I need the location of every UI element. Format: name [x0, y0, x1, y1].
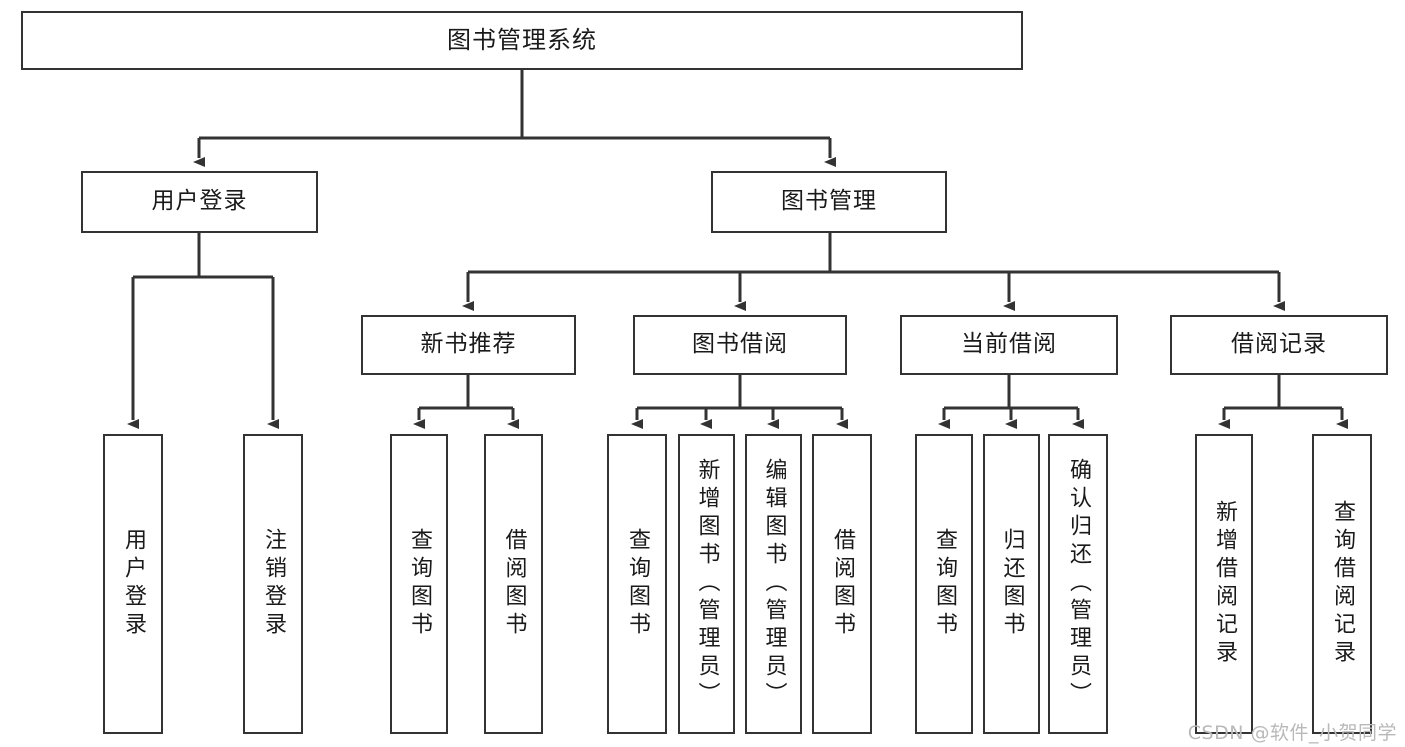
node-label: 归还图书	[999, 528, 1025, 640]
leaf-borrow-record-add-record[interactable]: 新增借阅记录	[1195, 434, 1253, 734]
node-label: 图书管理	[781, 188, 877, 215]
node-label: 当前借阅	[961, 331, 1057, 358]
node-label: 查询图书	[407, 528, 432, 640]
node-label: 注销登录	[261, 528, 286, 640]
node-label: 确认归还（管理员）	[1066, 458, 1091, 710]
leaf-borrow-record-query-record[interactable]: 查询借阅记录	[1312, 434, 1372, 734]
leaf-current-borrow-return-book[interactable]: 归还图书	[983, 434, 1040, 734]
leaf-book-borrow-borrow-book[interactable]: 借阅图书	[812, 434, 872, 734]
leaf-book-borrow-add-book-admin[interactable]: 新增图书（管理员）	[678, 434, 735, 734]
node-label: 新增借阅记录	[1212, 500, 1237, 668]
leaf-current-borrow-query-book[interactable]: 查询图书	[915, 434, 973, 734]
node-label: 图书管理系统	[447, 26, 597, 55]
leaf-book-borrow-edit-book-admin[interactable]: 编辑图书（管理员）	[745, 434, 802, 734]
csdn-watermark: CSDN @软件_小贺同学	[1187, 722, 1397, 744]
node-label: 查询图书	[625, 528, 650, 640]
leaf-user-login-logout[interactable]: 注销登录	[243, 434, 303, 734]
node-label: 用户登录	[121, 528, 146, 640]
node-new-book-recommend[interactable]: 新书推荐	[361, 315, 576, 375]
node-label: 用户登录	[151, 188, 248, 215]
node-user-login[interactable]: 用户登录	[81, 171, 318, 233]
node-label: 查询图书	[932, 528, 957, 640]
node-label: 借阅图书	[501, 528, 527, 640]
leaf-book-borrow-query-book[interactable]: 查询图书	[607, 434, 667, 734]
node-label: 查询借阅记录	[1330, 500, 1355, 668]
leaf-current-borrow-confirm-return-admin[interactable]: 确认归还（管理员）	[1048, 434, 1108, 734]
node-label: 新书推荐	[420, 331, 517, 358]
leaf-new-book-query-book[interactable]: 查询图书	[390, 434, 448, 734]
node-current-borrow[interactable]: 当前借阅	[900, 315, 1118, 375]
node-label: 借阅图书	[830, 528, 855, 640]
node-label: 编辑图书（管理员）	[761, 458, 787, 710]
leaf-new-book-borrow-book[interactable]: 借阅图书	[484, 434, 543, 734]
leaf-user-login-login[interactable]: 用户登录	[103, 434, 163, 734]
node-label: 图书借阅	[692, 331, 788, 358]
node-book-borrow[interactable]: 图书借阅	[633, 315, 847, 375]
node-label: 新增图书（管理员）	[694, 458, 720, 710]
node-borrow-record[interactable]: 借阅记录	[1170, 315, 1388, 375]
node-book-management[interactable]: 图书管理	[711, 171, 947, 233]
node-label: 借阅记录	[1231, 331, 1327, 358]
node-root-book-management-system[interactable]: 图书管理系统	[21, 11, 1023, 70]
